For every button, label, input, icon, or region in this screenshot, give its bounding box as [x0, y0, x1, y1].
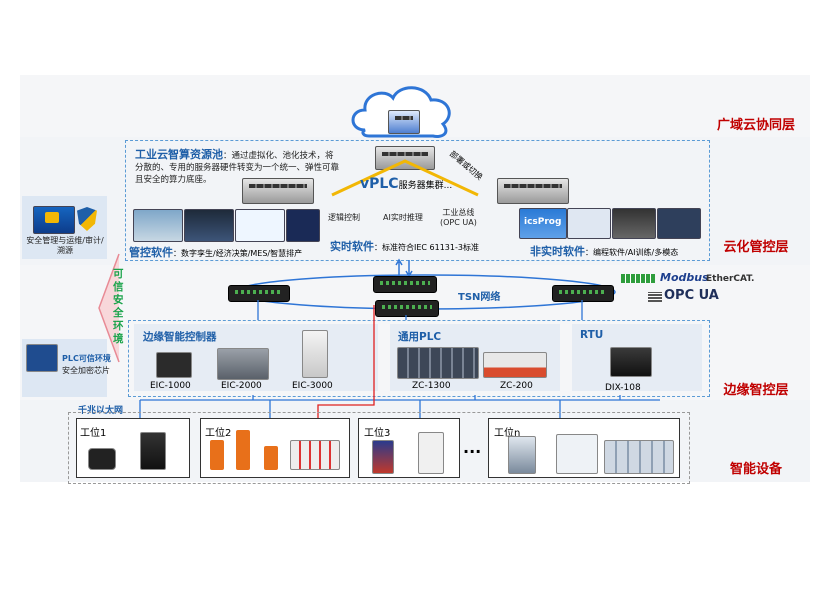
station-2-robot-3 [264, 446, 278, 470]
eic-title: 边缘智能控制器 [143, 331, 217, 343]
eic-2000-label: EIC-2000 [221, 381, 262, 391]
layer-label-wan: 广域云协同层 [716, 118, 795, 133]
protocol-logo-green [621, 274, 655, 283]
eic-1000-device [156, 352, 192, 378]
zc-1300-label: ZC-1300 [412, 381, 451, 391]
nrt-screen-3 [612, 208, 656, 239]
protocol-opcua: OPC UA [664, 288, 719, 303]
plc-trusted-desc: 安全加密芯片 [62, 366, 110, 375]
nrt-screen-2 [567, 208, 611, 239]
cloud-pool-title: 工业云智算资源池 [135, 148, 223, 161]
tsn-switch-bottom [375, 300, 439, 317]
dix-108-device [610, 347, 652, 377]
security-top-caption: 安全管理与运维/审计/溯源 [26, 236, 104, 255]
vplc-label: vPLC服务器集群... [360, 173, 452, 192]
security-vertical-label: 可信安全环境 [113, 268, 124, 345]
station-3-sensor [372, 440, 394, 474]
tsn-switch-top [373, 276, 437, 293]
cloud-pool-desc: ：通过虚拟化、池化技术，将分散的、专用的服务器硬件转变为一个统一、弹性可靠且安全… [135, 151, 340, 185]
mgmt-screen-1 [133, 209, 183, 242]
layer-label-cloud: 云化管控层 [723, 240, 789, 255]
cloud-server-icon [388, 110, 420, 134]
server-vplc-right [497, 178, 569, 204]
layer-label-device: 智能设备 [729, 462, 782, 477]
rt-item-2: AI实时推理 [383, 213, 423, 222]
nrt-screen-icsprog: icsProg [519, 208, 567, 239]
icsprog-label: icsProg [524, 217, 562, 227]
protocol-ethercat: EtherCAT. [706, 274, 755, 284]
rt-title: 实时软件 [330, 240, 374, 253]
station-1-servo [140, 432, 166, 470]
opc-ua-icon [648, 292, 662, 302]
rt-desc: ：标准符合IEC 61131-3标准 [374, 243, 479, 252]
eic-3000-label: EIC-3000 [292, 381, 333, 391]
nrt-desc: ：编程软件/AI训练/多模态 [585, 248, 679, 257]
ellipsis: ... [463, 438, 482, 457]
rt-item-1: 逻辑控制 [328, 213, 360, 222]
mgmt-screen-2 [184, 209, 234, 242]
cloud-pool-intro: 工业云智算资源池：通过虚拟化、池化技术，将分散的、专用的服务器硬件转变为一个统一… [135, 149, 340, 186]
station-3-label: 工位3 [364, 428, 391, 439]
protocol-modbus: Modbus [660, 271, 709, 284]
station-n-cabinet [508, 436, 536, 474]
vplc-triangle [331, 159, 479, 197]
station-1-camera [88, 448, 116, 470]
station-n-bench [556, 434, 598, 474]
rt-software: 实时软件：标准符合IEC 61131-3标准 [330, 238, 479, 254]
eic-2000-device [217, 348, 269, 380]
mgmt-screen-4 [286, 209, 320, 242]
edge-frame [128, 320, 710, 397]
mgmt-title: 管控软件 [129, 246, 173, 259]
lock-icon [45, 212, 59, 223]
vplc-suffix: 服务器集群... [398, 181, 453, 191]
plc-trusted-title: PLC可信环境 [62, 354, 111, 363]
server-vplc-left [242, 178, 314, 204]
layer-label-edge: 边缘智控层 [723, 383, 789, 398]
server-vplc-center [375, 146, 435, 170]
rt-item-3: 工业总线 (OPC UA) [440, 208, 477, 227]
zc-200-label: ZC-200 [500, 381, 533, 391]
uplink-arrows [395, 258, 413, 278]
cloud-pool-frame [125, 140, 710, 261]
tsn-switch-left [228, 285, 290, 302]
mgmt-desc: ：数字孪生/经济决策/MES/智慧排产 [173, 249, 303, 258]
gigabit-label: 千兆以太网 [78, 406, 124, 416]
tsn-label: TSN网络 [458, 292, 501, 303]
nrt-software: 非实时软件：编程软件/AI训练/多模态 [530, 243, 678, 259]
plc-title: 通用PLC [398, 331, 442, 343]
station-2-robot-1 [210, 440, 224, 470]
security-chip-board-icon [26, 344, 58, 372]
mgmt-software: 管控软件：数字孪生/经济决策/MES/智慧排产 [129, 244, 302, 260]
station-3-drive [418, 432, 444, 474]
mgmt-screen-3 [235, 209, 285, 242]
vplc-title: vPLC [360, 176, 399, 192]
zc-200-device [483, 352, 547, 378]
security-bracket [98, 253, 120, 363]
dix-108-label: DIX-108 [605, 383, 641, 393]
station-1-label: 工位1 [80, 428, 107, 439]
station-2-label: 工位2 [205, 428, 232, 439]
device-frame [68, 412, 690, 484]
eic-1000-label: EIC-1000 [150, 381, 191, 391]
station-n-line [604, 440, 674, 474]
rtu-title: RTU [580, 329, 604, 341]
zc-1300-device [397, 347, 479, 379]
eic-3000-device [302, 330, 328, 378]
nrt-screen-4 [657, 208, 701, 239]
station-n-label: 工位n [494, 428, 521, 439]
station-2-robot-2 [236, 430, 250, 470]
shield-icon [77, 207, 97, 231]
nrt-title: 非实时软件 [530, 245, 585, 258]
station-2-io-module [290, 440, 340, 470]
tsn-switch-right [552, 285, 614, 302]
